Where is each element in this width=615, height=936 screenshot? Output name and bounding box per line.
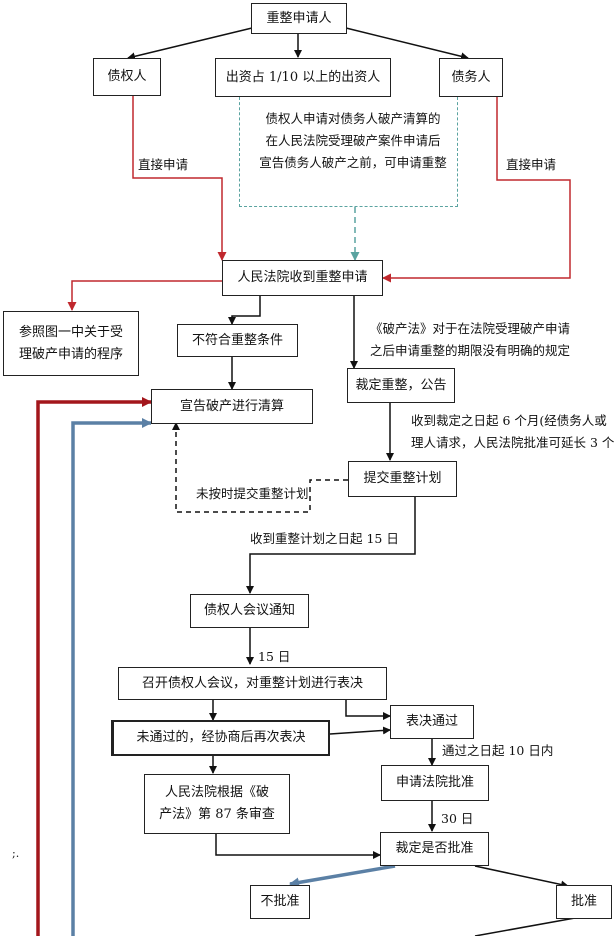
arrow-notpassed-passed xyxy=(329,726,391,735)
investor-note-line-2: 在人民法院受理破产案件申请后 xyxy=(265,133,441,148)
investor-note-line-3: 宣告债务人破产之前，可申请重整 xyxy=(259,155,447,170)
box-apply-court-approval: 申请法院批准 xyxy=(381,765,489,801)
box-convene-meeting: 召开债权人会议，对重整计划进行表决 xyxy=(118,667,387,700)
label-direct-left: 直接申请 xyxy=(138,157,189,172)
box-ruling-reorganization: 裁定重整，公告 xyxy=(347,368,455,403)
label-ten-days: 通过之日起 10 日内 xyxy=(442,743,554,758)
arrow-submit-notify xyxy=(246,497,416,594)
label-not-on-time: 未按时提交重整计划 xyxy=(196,486,309,501)
arrow-ruling-reject xyxy=(289,864,396,888)
box-creditor-meeting-notice: 债权人会议通知 xyxy=(190,594,309,628)
box-approve: 批准 xyxy=(556,885,612,919)
box-court-receive: 人民法院收到重整申请 xyxy=(222,260,383,296)
investor-note-dashed-box xyxy=(239,97,458,207)
arrow-court-notqualified xyxy=(228,296,261,325)
law-note-line-2: 之后申请重整的期限没有明确的规定 xyxy=(370,343,571,358)
box-investor: 出资占 1/10 以上的出资人 xyxy=(215,58,391,97)
law-note-line-1: 《破产法》对于在法院受理破产申请 xyxy=(370,321,571,336)
margin-mark: ;. xyxy=(12,847,20,860)
six-months-line-2: 理人请求，人民法院批准可延长 3 个 xyxy=(411,435,615,450)
box-submit-plan: 提交重整计划 xyxy=(348,461,457,497)
investor-note-line-1: 债权人申请对债务人破产清算的 xyxy=(265,111,441,126)
six-months-note: 收到裁定之日起 6 个月(经债务人或 理人请求，人民法院批准可延长 3 个 xyxy=(411,410,615,454)
investor-note: 债权人申请对债务人破产清算的 在人民法院受理破产案件申请后 宣告债务人破产之前，… xyxy=(248,108,458,174)
box-creditor: 债权人 xyxy=(93,58,161,96)
box-applicant: 重整申请人 xyxy=(251,3,347,34)
refer-line-1: 参照图一中关于受 xyxy=(18,324,123,340)
label-fifteen-days-plan: 收到重整计划之日起 15 日 xyxy=(250,531,399,546)
arrow-dark-red-loop xyxy=(36,397,152,936)
box-not-qualified: 不符合重整条件 xyxy=(177,324,298,357)
arrow-applicant-creditor xyxy=(127,27,253,61)
box-bankrupt-liquidation: 宣告破产进行清算 xyxy=(151,389,313,424)
box-debtor: 债务人 xyxy=(439,58,503,97)
box-vote-passed: 表决通过 xyxy=(390,705,474,739)
box-ruling-approve-or-not: 裁定是否批准 xyxy=(380,832,489,866)
refer-line-2: 理破产申请的程序 xyxy=(18,346,123,362)
box-court-review: 人民法院根据《破 产法》第 87 条审查 xyxy=(144,774,290,834)
arrow-court-refer xyxy=(67,280,222,311)
arrow-ruling-approve xyxy=(474,865,569,889)
arrow-applicant-debtor xyxy=(345,27,469,61)
box-reject: 不批准 xyxy=(250,885,310,919)
six-months-line-1: 收到裁定之日起 6 个月(经债务人或 xyxy=(411,413,607,428)
label-fifteen-days: 15 日 xyxy=(258,649,291,664)
arrow-steel-blue-loop xyxy=(71,418,152,936)
arrow-meeting-passed xyxy=(345,700,391,720)
label-direct-right: 直接申请 xyxy=(506,157,557,172)
box-refer-procedure: 参照图一中关于受 理破产申请的程序 xyxy=(3,311,139,376)
box-not-passed: 未通过的，经协商后再次表决 xyxy=(111,720,330,756)
law-note: 《破产法》对于在法院受理破产申请 之后申请重整的期限没有明确的规定 xyxy=(370,318,570,362)
review-line-1: 人民法院根据《破 xyxy=(164,785,269,800)
arrow-review-ruling xyxy=(215,834,381,859)
arrow-creditor-court xyxy=(132,96,227,261)
approve-continue-line xyxy=(474,917,576,936)
label-thirty-days: 30 日 xyxy=(441,811,474,826)
arrow-debtor-court xyxy=(382,96,571,283)
review-line-2: 产法》第 87 条审查 xyxy=(159,807,275,822)
